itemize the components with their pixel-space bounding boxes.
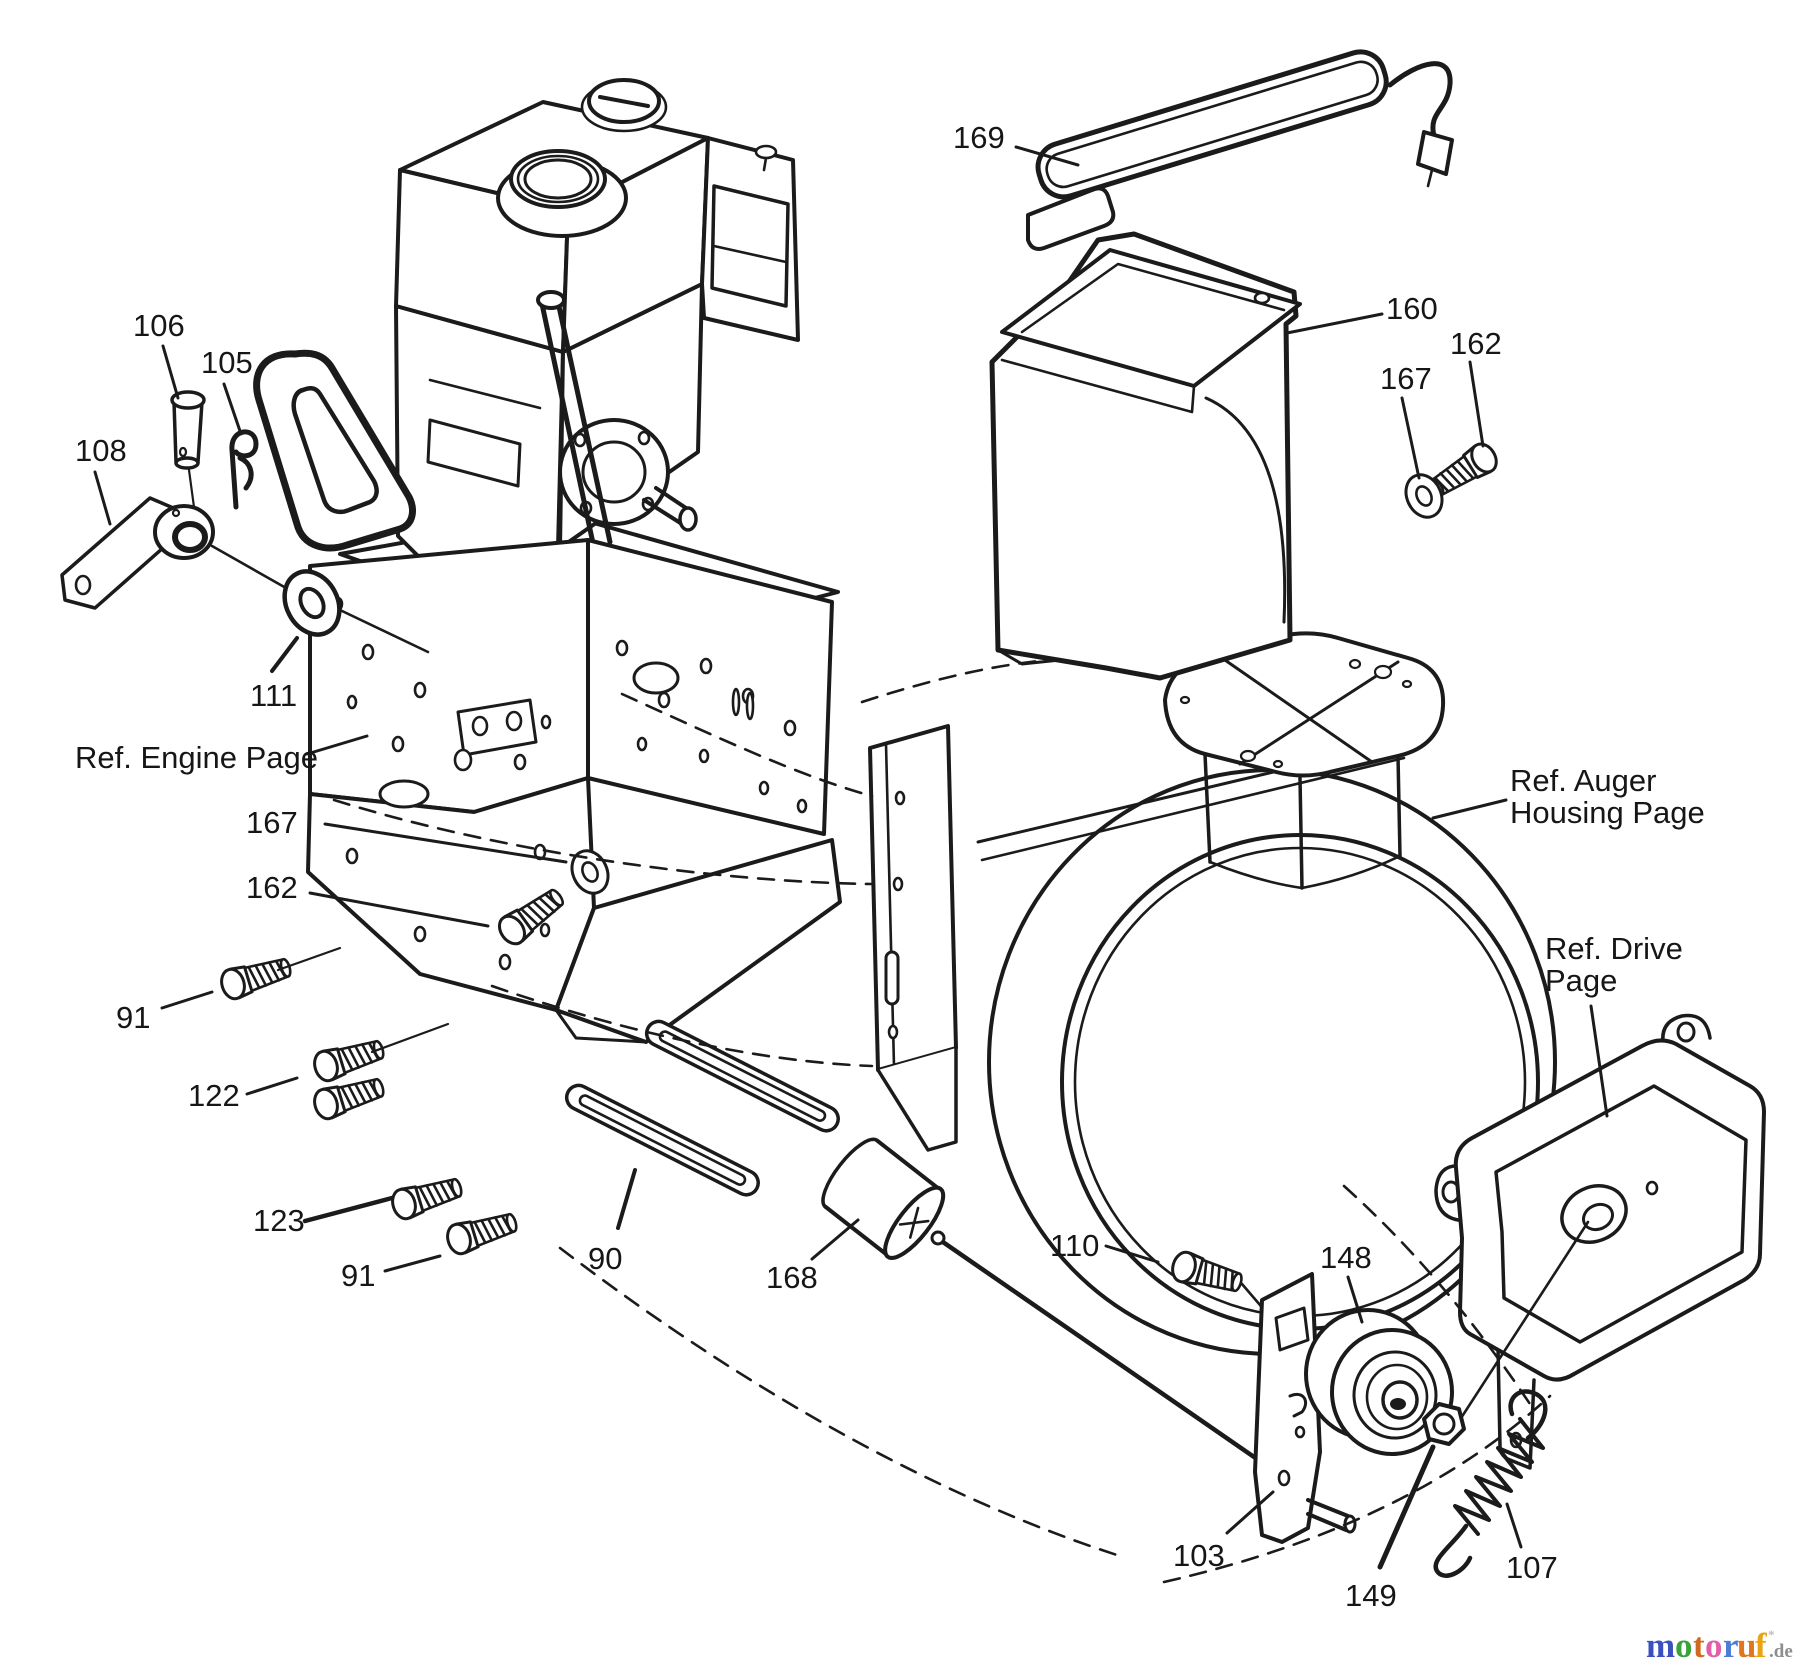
watermark-letter-r: r (1723, 1626, 1739, 1665)
callout-162-left: 162 (246, 870, 298, 905)
bolt-122-a (309, 1032, 389, 1086)
battery-cover-drawing (1026, 49, 1454, 251)
washer-167-right (1397, 467, 1451, 525)
callout-108: 108 (75, 433, 127, 468)
watermark-mark: * (1768, 1627, 1775, 1642)
ref-auger-housing-label-line1: Ref. Auger (1510, 763, 1656, 798)
ref-drive-page-label-line2: Page (1545, 963, 1617, 998)
watermark-letter-t: t (1693, 1626, 1705, 1665)
watermark-letter-o2: o (1705, 1626, 1723, 1665)
watermark-letter-o1: o (1675, 1626, 1693, 1665)
callout-169: 169 (953, 120, 1005, 155)
callout-123: 123 (253, 1203, 305, 1238)
callout-167-left: 167 (246, 805, 298, 840)
assembly-dashed-curves (332, 658, 1552, 1584)
callout-91-upper: 91 (116, 1000, 150, 1035)
callout-149: 149 (1345, 1578, 1397, 1613)
callout-111: 111 (250, 678, 297, 713)
frame-drawing (306, 538, 842, 1197)
clevis-pin-drawing (170, 390, 206, 524)
callout-107: 107 (1506, 1550, 1558, 1585)
bracket-arm-drawing (60, 496, 430, 654)
watermark-suffix: .de (1769, 1641, 1793, 1662)
watermark-link[interactable]: m o t o r u f * .de (1646, 1626, 1793, 1665)
bolt-91-lower (442, 1205, 522, 1259)
drive-plate-drawing (1434, 1013, 1766, 1470)
ref-engine-page-label: Ref. Engine Page (75, 740, 318, 775)
callout-90: 90 (588, 1241, 622, 1276)
belt-cover-drawing (989, 231, 1302, 681)
auger-housing-drawing (976, 631, 1557, 1356)
callout-148: 148 (1320, 1240, 1372, 1275)
fasteners-drawing (216, 437, 1503, 1300)
watermark-letter-u: u (1737, 1626, 1756, 1665)
watermark-letter-m: m (1646, 1626, 1675, 1665)
callout-110: 110 (1050, 1228, 1099, 1263)
housing-mount-plate-drawing (868, 724, 958, 1152)
callout-122: 122 (188, 1078, 240, 1113)
callout-labels: 169 160 162 167 106 105 108 111 Ref. Eng… (75, 120, 1705, 1613)
callout-91-lower: 91 (341, 1258, 375, 1293)
bolt-91-upper (216, 950, 296, 1004)
callout-168: 168 (766, 1260, 818, 1295)
idler-assembly-drawing (821, 1137, 1590, 1544)
callout-106: 106 (133, 308, 185, 343)
callout-167-right: 167 (1380, 361, 1432, 396)
hairpin-clip-drawing (229, 429, 259, 510)
engine-assembly-drawing (253, 78, 840, 652)
watermark-letter-f: f (1755, 1626, 1767, 1665)
callout-103: 103 (1173, 1538, 1225, 1573)
ref-drive-page-label-line1: Ref. Drive (1545, 931, 1683, 966)
callout-160: 160 (1386, 291, 1438, 326)
callout-leader-lines (93, 145, 1609, 1570)
bolt-123-a (387, 1170, 467, 1224)
callout-105: 105 (201, 345, 253, 380)
callout-162-right: 162 (1450, 326, 1502, 361)
ref-auger-housing-label-line2: Housing Page (1510, 795, 1705, 830)
extension-spring-drawing (1433, 1389, 1548, 1578)
